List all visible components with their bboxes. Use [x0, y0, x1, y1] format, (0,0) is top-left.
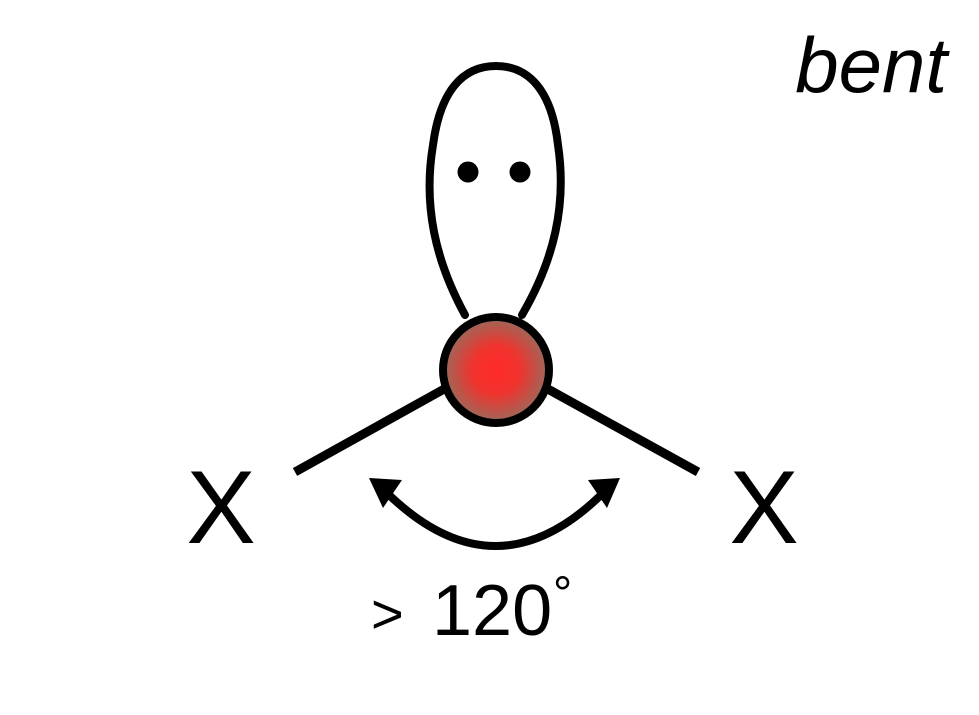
angle-comparator: >	[371, 582, 404, 645]
angle-arc-icon	[382, 488, 608, 550]
angle-arrowhead-left-icon	[369, 478, 402, 508]
lone-pair-electron-right	[509, 161, 531, 183]
degree-symbol: °	[553, 568, 572, 621]
lone-pair-lobe-icon	[425, 62, 565, 319]
angle-value: 120	[432, 571, 552, 651]
right-ligand-label: X	[729, 450, 798, 566]
left-bond-line	[292, 384, 449, 476]
left-ligand-label: X	[186, 450, 255, 566]
central-atom-icon	[439, 313, 553, 427]
right-bond-line	[543, 384, 701, 476]
geometry-label: bent	[795, 21, 950, 109]
lone-pair-electron-left	[457, 161, 479, 183]
angle-arrowhead-right-icon	[588, 478, 620, 508]
